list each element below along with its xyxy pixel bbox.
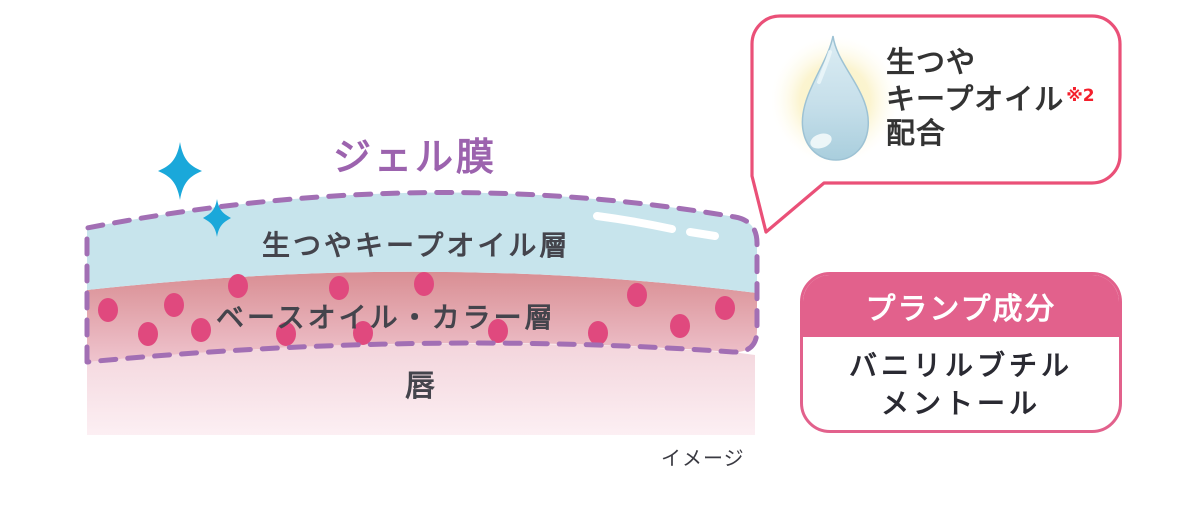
oil-layer-label: 生つやキープオイル層 xyxy=(262,229,571,262)
color-layer-shape xyxy=(87,271,757,362)
bubble-line-3: 配合 xyxy=(886,116,947,150)
water-droplet-icon xyxy=(801,35,870,161)
gel-film-title: ジェル膜 xyxy=(333,135,498,179)
gel-film-dashed-border xyxy=(84,190,760,365)
ingredient-item: バニリルブチル xyxy=(848,349,1073,382)
plump-box-body: バニリルブチル メントール xyxy=(803,337,1119,430)
ingredient-item: メントール xyxy=(880,387,1041,420)
footnote-marker: ※2 xyxy=(1066,86,1095,106)
image-disclaimer-note: イメージ xyxy=(661,446,745,470)
plump-ingredients-box: プランプ成分 バニリルブチル メントール xyxy=(800,272,1122,433)
gloss-highlight xyxy=(593,212,719,240)
lip-label: 唇 xyxy=(405,369,435,404)
plump-box-header: プランプ成分 xyxy=(803,275,1119,337)
bubble-line-2: キープオイル※2 xyxy=(886,82,1095,116)
sparkle-icon-large xyxy=(158,142,202,200)
oil-layer-shape xyxy=(87,192,757,293)
bubble-text: 生つや キープオイル※2 配合 xyxy=(886,45,1095,150)
sparkle-icon-small xyxy=(203,199,231,237)
base-color-layer-label: ベースオイル・カラー層 xyxy=(216,301,556,334)
lip-layer-shape xyxy=(87,343,755,435)
pigment-dots xyxy=(98,272,735,346)
bubble-line-1: 生つや xyxy=(886,45,977,79)
